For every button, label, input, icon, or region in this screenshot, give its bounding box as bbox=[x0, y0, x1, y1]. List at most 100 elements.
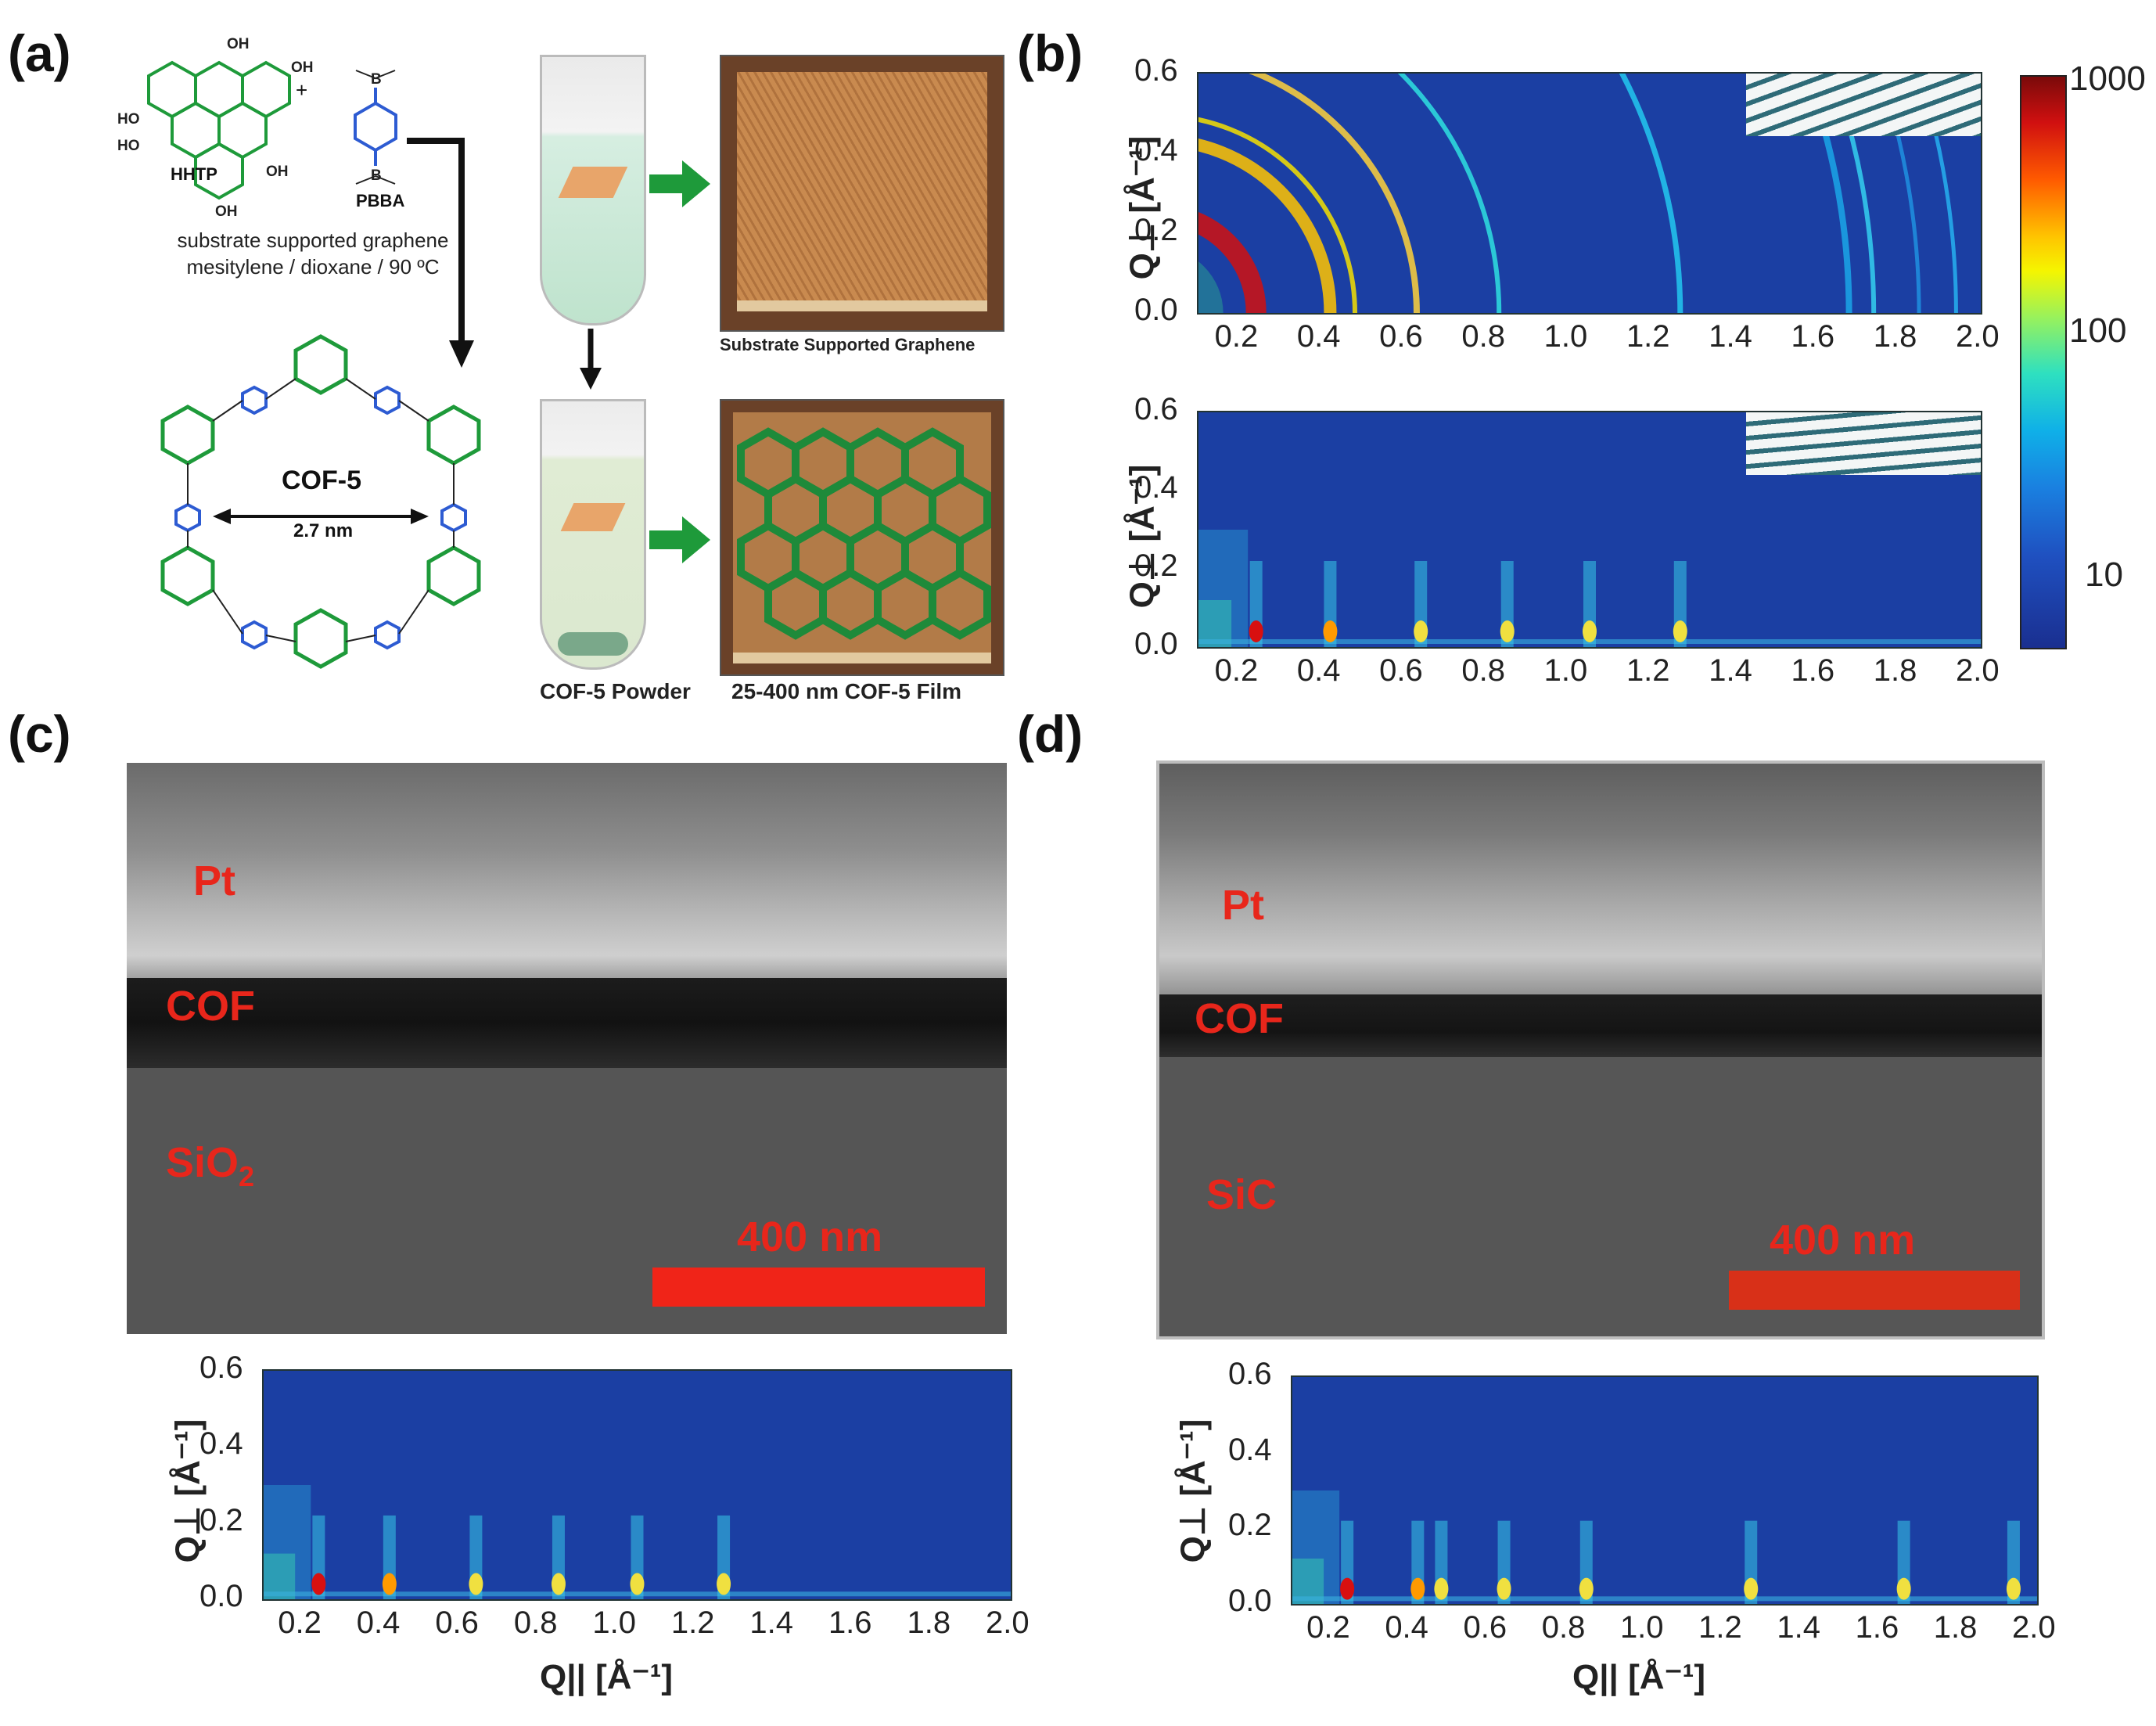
conditions-line1: substrate supported graphene bbox=[177, 228, 449, 252]
bragg-peak bbox=[717, 1573, 731, 1595]
panel_b.x_ticks-tick: 1.2 bbox=[1626, 653, 1670, 688]
pore-size-label: 2.7 nm bbox=[293, 520, 354, 541]
panel_d.x_ticks-tick: 0.8 bbox=[1541, 1610, 1586, 1645]
green-arrow-bottom bbox=[649, 516, 710, 563]
sem-image-d: Pt COF SiC 400 nm bbox=[1156, 761, 2045, 1339]
substrate-edge bbox=[737, 300, 987, 311]
panel_d.x_ticks-tick: 2.0 bbox=[2012, 1610, 2056, 1645]
cof-coated-substrate-in-vial bbox=[560, 503, 626, 531]
hhtp-molecule: OH OH HO HO OH OH bbox=[117, 31, 508, 220]
boron-label: B bbox=[371, 167, 382, 184]
ho-label: HO bbox=[117, 138, 140, 154]
bragg-peak bbox=[1673, 620, 1687, 642]
pbba-molecule: B B bbox=[329, 63, 422, 219]
panel_b.y_ticks-tick: 0.6 bbox=[1134, 53, 1178, 88]
cof5-label: COF-5 bbox=[282, 466, 361, 495]
panel_b.x_ticks-tick: 0.6 bbox=[1379, 653, 1423, 688]
label-sio-c: SiO bbox=[166, 1139, 239, 1186]
vial-bottom bbox=[540, 399, 646, 670]
cof-film-lattice bbox=[733, 412, 991, 663]
bragg-peak bbox=[551, 1573, 566, 1595]
pt-layer-d bbox=[1159, 764, 2042, 998]
giwaxs-b-top bbox=[1197, 72, 1982, 315]
panel_c.x_ticks-tick: 1.8 bbox=[907, 1606, 951, 1640]
panel_b.x_ticks-tick: 1.0 bbox=[1543, 653, 1588, 688]
c-ylabel: Q⊥ [Å⁻¹] bbox=[168, 1419, 207, 1563]
bragg-peak bbox=[1434, 1577, 1449, 1600]
b-bottom-ylabel: Q⊥ [Å⁻¹] bbox=[1123, 464, 1162, 609]
bragg-peak bbox=[469, 1573, 483, 1595]
cof5-powder-sediment bbox=[558, 632, 628, 656]
scalebar-label-c: 400 nm bbox=[737, 1214, 883, 1260]
label-substrate-c: SiO2 bbox=[166, 1138, 254, 1193]
b-top-ylabel: Q⊥ [Å⁻¹] bbox=[1123, 135, 1162, 280]
panel_c.x_ticks-tick: 1.2 bbox=[670, 1606, 715, 1640]
giwaxs-b-bottom bbox=[1197, 411, 1982, 649]
oh-label: OH bbox=[266, 164, 289, 180]
panel_b.y_ticks-tick: 0.2 bbox=[1134, 548, 1178, 583]
panel_b.x_ticks-tick: 1.8 bbox=[1873, 319, 1917, 354]
bragg-peak bbox=[382, 1573, 397, 1595]
panel-label-d: (d) bbox=[1017, 705, 1083, 763]
inset-random-orientation bbox=[1746, 74, 1981, 136]
panel_c.x_ticks-tick: 0.4 bbox=[356, 1606, 401, 1640]
boron-label: B bbox=[371, 71, 382, 88]
oh-label: OH bbox=[291, 59, 314, 76]
panel_d.y_ticks-tick: 0.4 bbox=[1228, 1432, 1272, 1467]
scalebar-d bbox=[1729, 1271, 2020, 1310]
label-sio2-subscript: 2 bbox=[239, 1160, 255, 1192]
hhtp-label: HHTP bbox=[171, 164, 217, 184]
bragg-peak bbox=[1896, 1577, 1911, 1600]
panel_b.x_ticks-tick: 0.8 bbox=[1461, 653, 1506, 688]
cof5-framework bbox=[141, 313, 501, 689]
panel-label-b: (b) bbox=[1017, 24, 1083, 82]
bragg-peak bbox=[1500, 620, 1515, 642]
panel_b.x_ticks-tick: 0.2 bbox=[1214, 653, 1259, 688]
bragg-peak bbox=[1249, 620, 1263, 642]
hhtp-structure-drawing: OH OH HO HO OH OH bbox=[117, 36, 314, 220]
panel_d.y_ticks-tick: 0.2 bbox=[1228, 1508, 1272, 1543]
panel_b.x_ticks-tick: 1.4 bbox=[1709, 653, 1752, 688]
panel-label-c: (c) bbox=[8, 705, 71, 763]
inset-aligned-orientation bbox=[1746, 412, 1981, 475]
panel_d.x_ticks-tick: 0.6 bbox=[1463, 1610, 1507, 1645]
reaction-arrow bbox=[407, 138, 474, 368]
panel_b.x_ticks-tick: 1.6 bbox=[1791, 319, 1835, 354]
panel_d.x_ticks-tick: 1.2 bbox=[1698, 1610, 1742, 1645]
label-substrate-d: SiC bbox=[1206, 1171, 1277, 1218]
diffraction-ring bbox=[1249, 74, 1420, 313]
panel_b.x_ticks-tick: 1.2 bbox=[1626, 319, 1670, 354]
bragg-peak bbox=[311, 1573, 326, 1595]
bragg-peak bbox=[1323, 620, 1338, 642]
panel_b.x_ticks-tick: 0.8 bbox=[1461, 319, 1506, 354]
panel_c.y_ticks-tick: 0.0 bbox=[199, 1579, 243, 1613]
colorbar-tick-1000: 1000 bbox=[2069, 59, 2146, 98]
colorbar bbox=[2020, 75, 2067, 649]
substrate-graphene-image bbox=[720, 55, 1004, 332]
panel_c.y_ticks-tick: 0.2 bbox=[199, 1502, 243, 1537]
panel_b.x_ticks-tick: 1.8 bbox=[1873, 653, 1917, 688]
panel_d.y_ticks-tick: 0.0 bbox=[1228, 1584, 1272, 1618]
horizon-line bbox=[1292, 1596, 2037, 1602]
cof-layer-c bbox=[127, 978, 1007, 1068]
bragg-peak bbox=[1497, 1577, 1511, 1600]
bragg-peak bbox=[1414, 620, 1428, 642]
panel-label-a: (a) bbox=[8, 24, 71, 82]
bragg-peak bbox=[1744, 1577, 1759, 1600]
panel_b.x_ticks-tick: 2.0 bbox=[1956, 319, 2000, 354]
graphene-substrate-in-vial bbox=[558, 167, 628, 198]
low-q-diffuse-inner bbox=[264, 1553, 296, 1599]
label-pt-c: Pt bbox=[193, 858, 235, 904]
oh-label: OH bbox=[215, 203, 238, 219]
label-cof-d: COF bbox=[1195, 995, 1284, 1042]
panel_c.x_ticks-tick: 2.0 bbox=[986, 1606, 1029, 1640]
panel_b.x_ticks-tick: 0.4 bbox=[1296, 319, 1341, 354]
panel_b.x_ticks-tick: 0.2 bbox=[1214, 319, 1259, 354]
panel_b.x_ticks-tick: 1.6 bbox=[1791, 653, 1835, 688]
panel_c.x_ticks-tick: 0.6 bbox=[435, 1606, 479, 1640]
colorbar-tick-100: 100 bbox=[2069, 311, 2127, 350]
green-arrow-top bbox=[649, 160, 710, 207]
bragg-peak bbox=[1340, 1577, 1355, 1600]
giwaxs-d-rods bbox=[1292, 1490, 2037, 1604]
panel_b.y_ticks-tick: 0.4 bbox=[1134, 470, 1178, 505]
